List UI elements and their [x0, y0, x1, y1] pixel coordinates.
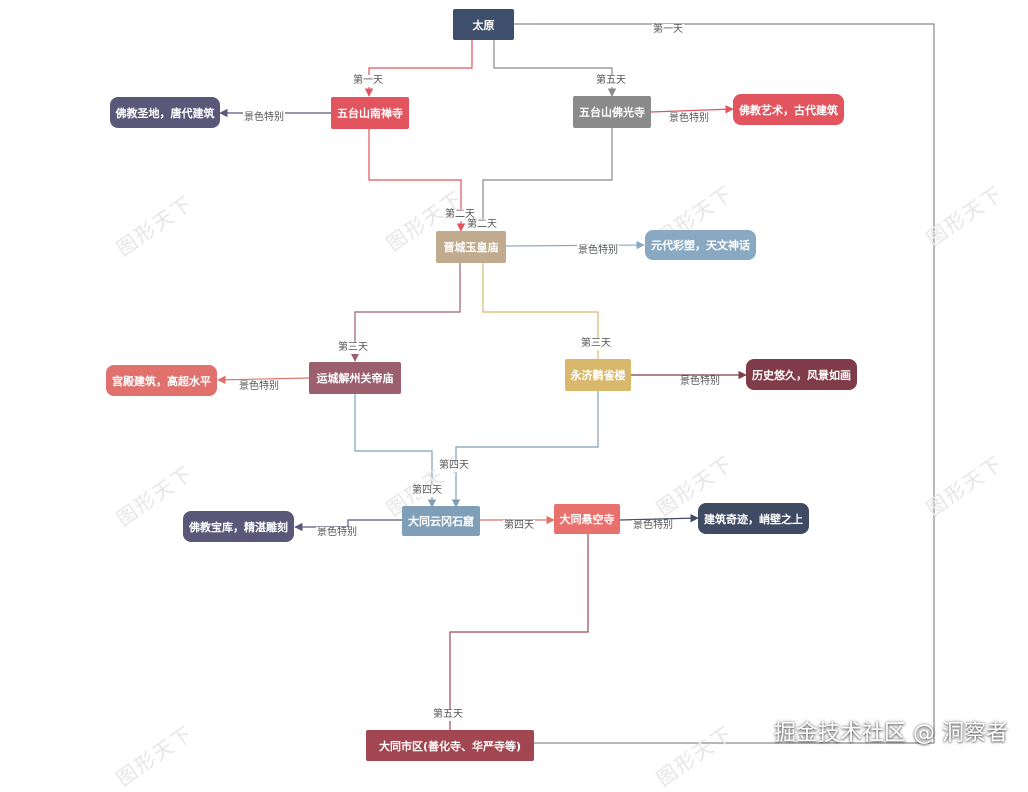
edge-nanchan-jincheng — [368, 129, 466, 232]
node-xuankong[interactable]: 大同悬空寺 — [554, 504, 620, 534]
brand-watermark: 掘金技术社区 @ 洞察者 — [774, 721, 1008, 746]
node-yuncheng-desc[interactable]: 宫殿建筑，高超水平 — [106, 365, 217, 396]
node-datong-city[interactable]: 大同市区(善化寺、华严寺等) — [366, 730, 534, 761]
edge-yungang-desc — [294, 519, 402, 532]
edge-foguang-desc — [650, 105, 734, 114]
node-wutai-nanchan[interactable]: 五台山南禅寺 — [331, 97, 409, 129]
edge-label-scenery: 景色特别 — [316, 527, 358, 539]
edge-label-scenery: 景色特别 — [632, 520, 674, 532]
node-taiyuan[interactable]: 太原 — [453, 9, 514, 40]
edge-label-day1: 第一天 — [352, 75, 384, 87]
node-jincheng[interactable]: 晋城玉皇庙 — [436, 231, 506, 263]
edge-label-scenery: 景色特别 — [577, 245, 619, 257]
node-yongji[interactable]: 永济鹳雀楼 — [565, 359, 631, 391]
edge-label-scenery: 景色特别 — [243, 112, 285, 124]
edge-jincheng-desc — [505, 240, 645, 250]
node-yungang-desc[interactable]: 佛教宝库，精湛雕刻 — [183, 511, 294, 542]
edge-yuncheng-desc — [217, 375, 310, 385]
edge-label-day1: 第五天 — [595, 75, 627, 87]
edge-taiyuan-foguang — [493, 40, 617, 97]
edge-yuncheng-yungang — [354, 394, 437, 508]
node-wutai-foguang[interactable]: 五台山佛光寺 — [573, 96, 651, 128]
node-xuankong-desc[interactable]: 建筑奇迹，峭壁之上 — [698, 503, 809, 534]
edge-xuankong-desc — [619, 513, 699, 523]
node-yungang[interactable]: 大同云冈石窟 — [402, 506, 480, 536]
edge-label-day5: 第五天 — [432, 709, 464, 721]
edge-jincheng-yongji — [482, 263, 599, 359]
node-nanchan-desc[interactable]: 佛教圣地，唐代建筑 — [110, 97, 220, 128]
edge-label-day1: 第一天 — [652, 24, 684, 36]
edge-label-day4: 第四天 — [503, 520, 535, 532]
node-foguang-desc[interactable]: 佛教艺术，古代建筑 — [733, 94, 844, 125]
edge-label-day4: 第四天 — [438, 460, 470, 472]
edge-label-day3: 第三天 — [337, 342, 369, 354]
diagram-canvas: 图形天下 图形天下 图形天下 图形天下 图形天下 图形天下 图形天下 图形天下 … — [106, 9, 1008, 791]
edge-yongji-yungang — [451, 391, 599, 508]
edge-label-day2: 第二天 — [444, 209, 476, 221]
edge-label-day4: 第四天 — [411, 485, 443, 497]
edge-label-scenery: 景色特别 — [668, 113, 710, 125]
edge-foguang-jincheng — [478, 128, 613, 232]
edge-label-day2: 第二天 — [466, 219, 498, 231]
node-jincheng-desc[interactable]: 元代彩塑，天文神话 — [645, 230, 756, 260]
edge-taiyuan-nanchan — [364, 40, 473, 97]
edge-label-scenery: 景色特别 — [238, 381, 280, 393]
edge-label-scenery: 景色特别 — [679, 376, 721, 388]
edge-jincheng-yuncheng — [350, 263, 461, 362]
edge-xuankong-datong — [449, 534, 589, 730]
node-yuncheng[interactable]: 运城解州关帝庙 — [309, 362, 401, 394]
node-yongji-desc[interactable]: 历史悠久，风景如画 — [746, 359, 857, 390]
edge-label-day3: 第三天 — [580, 338, 612, 350]
edge-taiyuan-datong — [514, 23, 935, 744]
